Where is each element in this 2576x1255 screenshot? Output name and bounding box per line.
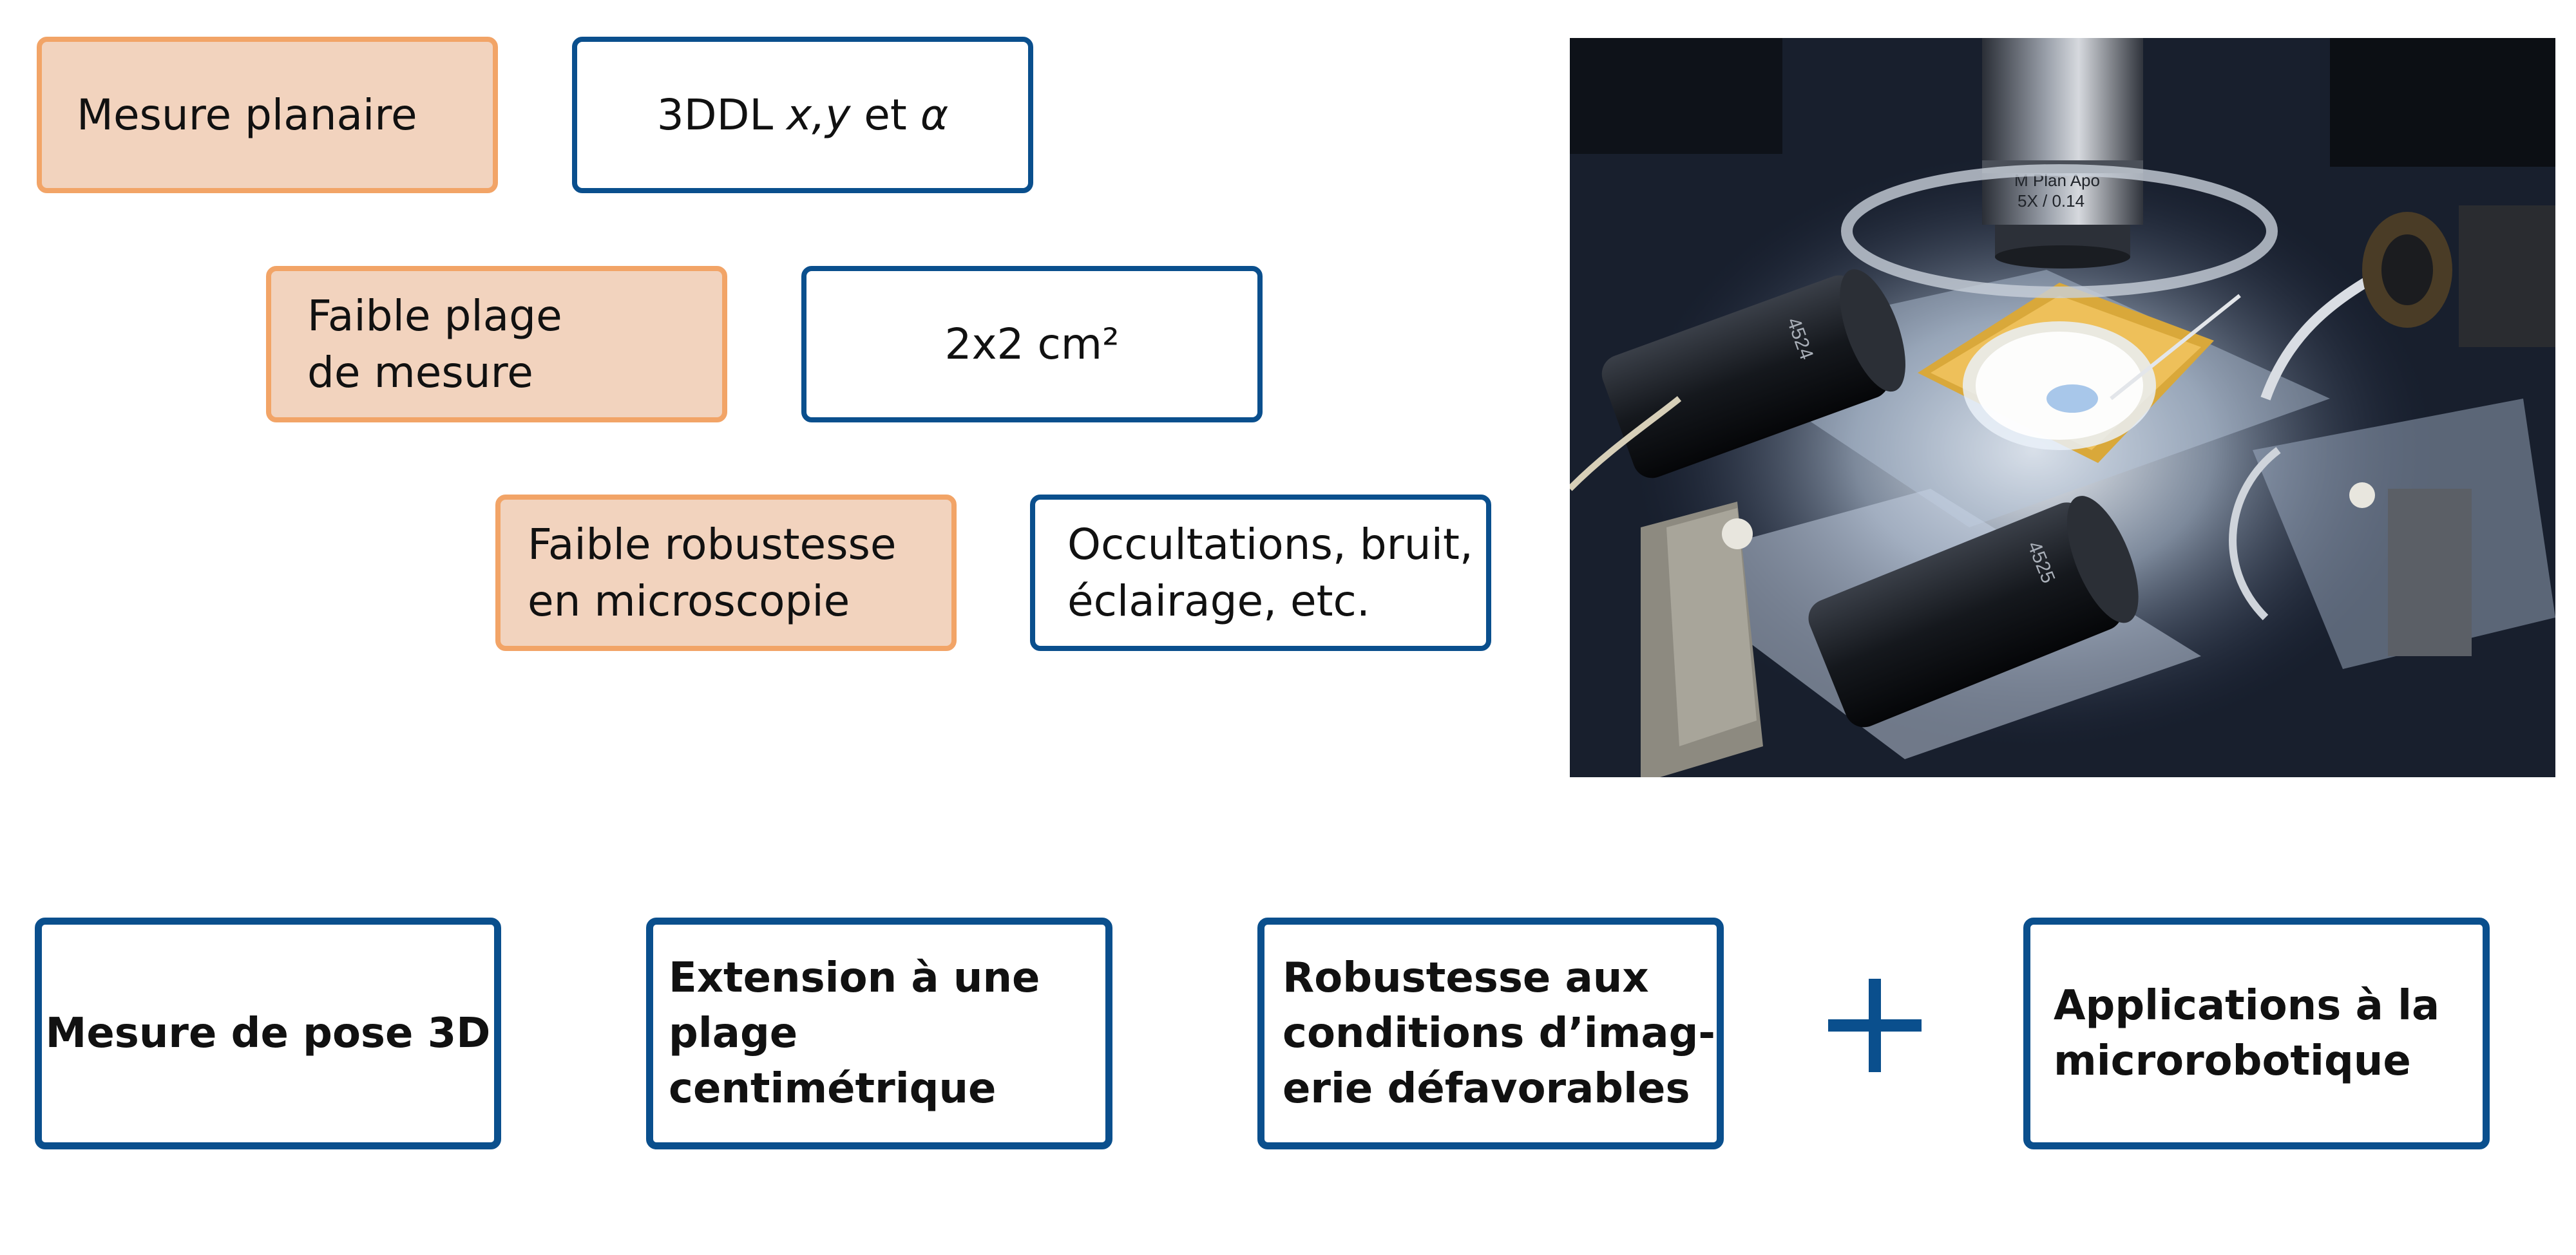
contribution-box-applications: Applications à la microrobotique [2023, 918, 2490, 1149]
limitation-label: Faible robustesse en microscopie [528, 519, 897, 626]
plus-icon [1828, 979, 1922, 1072]
answer-vars: x,y [787, 90, 851, 140]
contribution-box-range: Extension à une plage centimétrique [646, 918, 1112, 1149]
contribution-box-3d-pose: Mesure de pose 3D [35, 918, 501, 1149]
answer-box-conditions: Occultations, bruit, éclairage, etc. [1030, 495, 1491, 651]
microscope-setup-photo: M Plan Apo 5X / 0.14 4524 4525 [1570, 38, 2555, 777]
answer-label: 3DDL x,y et α [656, 90, 949, 140]
photo-illustration: M Plan Apo 5X / 0.14 4524 4525 [1570, 38, 2555, 777]
limitation-box-planar: Mesure planaire [37, 37, 498, 193]
answer-label: 2x2 cm² [944, 319, 1120, 369]
contribution-label: Extension à une plage centimétrique [669, 954, 1040, 1113]
answer-label: Occultations, bruit, éclairage, etc. [1067, 519, 1473, 626]
contribution-label: Mesure de pose 3D [45, 1010, 491, 1057]
answer-box-range: 2x2 cm² [801, 266, 1263, 422]
limitation-label: Faible plage de mesure [307, 290, 562, 397]
contribution-label: Robustesse aux conditions d’imag- erie d… [1283, 954, 1715, 1113]
answer-box-dof: 3DDL x,y et α [572, 37, 1033, 193]
limitation-box-range: Faible plage de mesure [266, 266, 727, 422]
limitation-box-robustness: Faible robustesse en microscopie [495, 495, 957, 651]
limitation-label: Mesure planaire [77, 90, 417, 140]
contribution-label: Applications à la microrobotique [2054, 982, 2440, 1085]
objective-lettering: 5X / 0.14 [2018, 191, 2085, 211]
contribution-box-robustness: Robustesse aux conditions d’imag- erie d… [1257, 918, 1724, 1149]
answer-symbol: α [920, 90, 949, 140]
